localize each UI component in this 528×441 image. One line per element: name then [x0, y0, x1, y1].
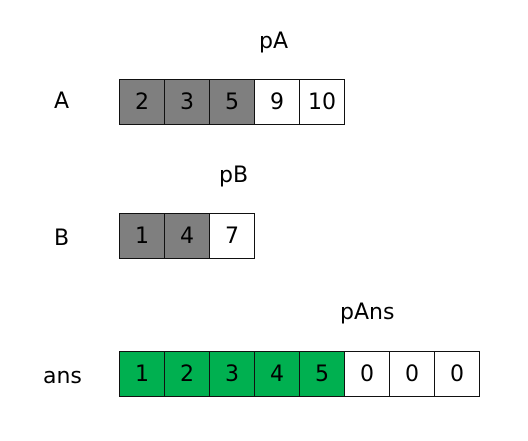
array-ans: 1 2 3 4 5 0 0 0	[119, 351, 480, 397]
array-A-cell: 3	[164, 79, 210, 125]
array-ans-cell: 0	[344, 351, 390, 397]
array-B: 1 4 7	[119, 213, 255, 259]
array-ans-cell: 0	[389, 351, 435, 397]
array-B-cell: 7	[209, 213, 255, 259]
array-A-cell: 9	[254, 79, 300, 125]
array-A-cell: 10	[299, 79, 345, 125]
array-label-B: B	[54, 226, 70, 251]
array-ans-cell: 2	[164, 351, 210, 397]
array-B-cell: 1	[119, 213, 165, 259]
array-ans-cell: 1	[119, 351, 165, 397]
array-A-cell: 5	[209, 79, 255, 125]
array-ans-cell: 4	[254, 351, 300, 397]
array-A-cell: 2	[119, 79, 165, 125]
array-ans-cell: 0	[434, 351, 480, 397]
array-label-A: A	[54, 89, 70, 114]
array-label-ans: ans	[43, 364, 82, 389]
pointer-label-pA: pA	[259, 29, 289, 54]
array-ans-cell: 5	[299, 351, 345, 397]
pointer-label-pAns: pAns	[340, 300, 395, 325]
array-B-cell: 4	[164, 213, 210, 259]
pointer-label-pB: pB	[219, 163, 249, 188]
array-A: 2 3 5 9 10	[119, 79, 345, 125]
array-ans-cell: 3	[209, 351, 255, 397]
